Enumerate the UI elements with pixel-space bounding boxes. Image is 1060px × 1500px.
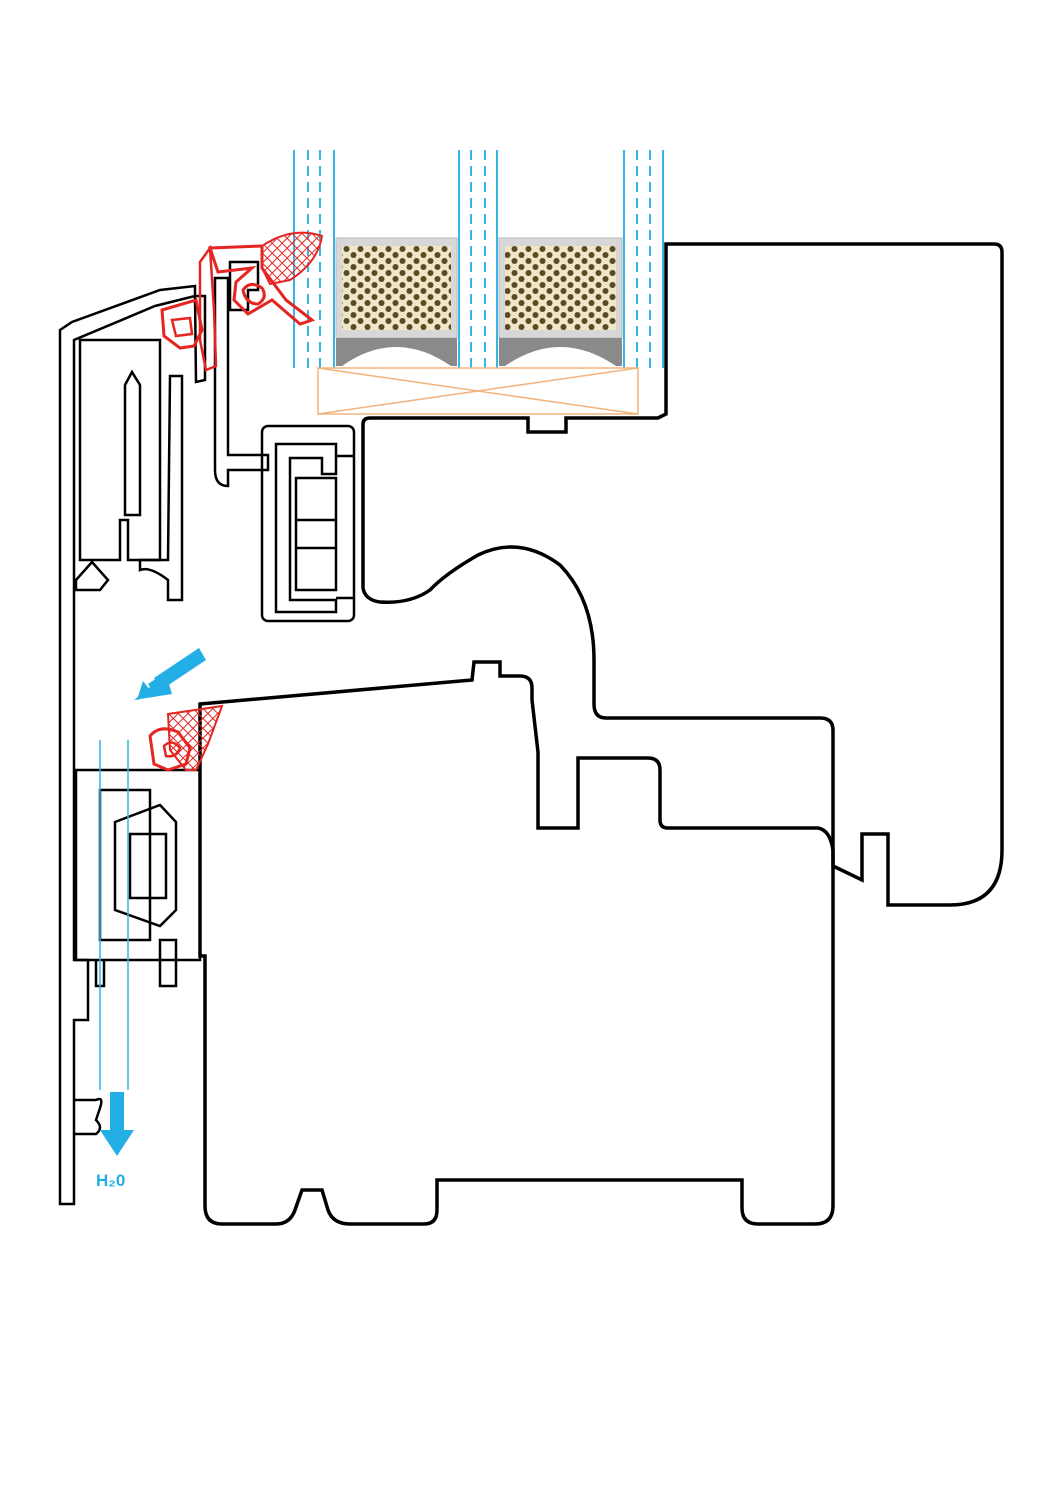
sash-profile <box>361 242 1004 907</box>
gasket-glass-outer <box>198 231 324 372</box>
glazing-bead <box>260 424 356 623</box>
setting-block <box>317 367 639 415</box>
drainage-channel-lines <box>99 740 129 1090</box>
gasket-rebate-seal <box>148 704 224 772</box>
frame-profile <box>198 660 835 1226</box>
gasket-frame-seal <box>160 298 204 350</box>
spacer-bar-left <box>335 237 458 366</box>
glass-pane-inner <box>623 150 664 368</box>
aluminium-cladding <box>58 260 270 1206</box>
drain-label: H₂0 <box>96 1171 125 1190</box>
arrow-icon <box>134 648 206 700</box>
glass-pane-middle <box>458 150 498 368</box>
arrow-down-icon <box>100 1092 134 1156</box>
spacer-bar-right <box>498 237 623 366</box>
